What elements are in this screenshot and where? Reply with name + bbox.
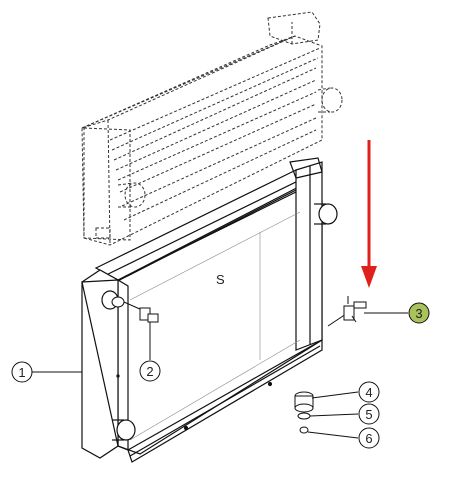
callout-4-label: 4 xyxy=(365,385,372,400)
temperature-sensor xyxy=(111,296,159,323)
callout-6: 6 xyxy=(358,427,380,449)
mounting-parts xyxy=(294,391,314,434)
callout-6-label: 6 xyxy=(365,431,372,446)
intercooler-ghost xyxy=(81,11,343,246)
center-mark: S xyxy=(216,272,225,287)
drain-cock xyxy=(327,296,367,327)
callout-3: 3 xyxy=(408,302,430,324)
callout-5: 5 xyxy=(358,403,380,425)
callout-3-label: 3 xyxy=(415,306,422,321)
callout-5-label: 5 xyxy=(365,407,372,422)
callout-4: 4 xyxy=(358,381,380,403)
leader-lines xyxy=(32,312,408,439)
callout-2: 2 xyxy=(139,360,161,382)
down-arrow-icon xyxy=(361,140,377,288)
callout-1-label: 1 xyxy=(18,365,25,380)
radiator-assembly xyxy=(81,157,338,463)
callout-1: 1 xyxy=(11,361,33,383)
callout-2-label: 2 xyxy=(146,364,153,379)
